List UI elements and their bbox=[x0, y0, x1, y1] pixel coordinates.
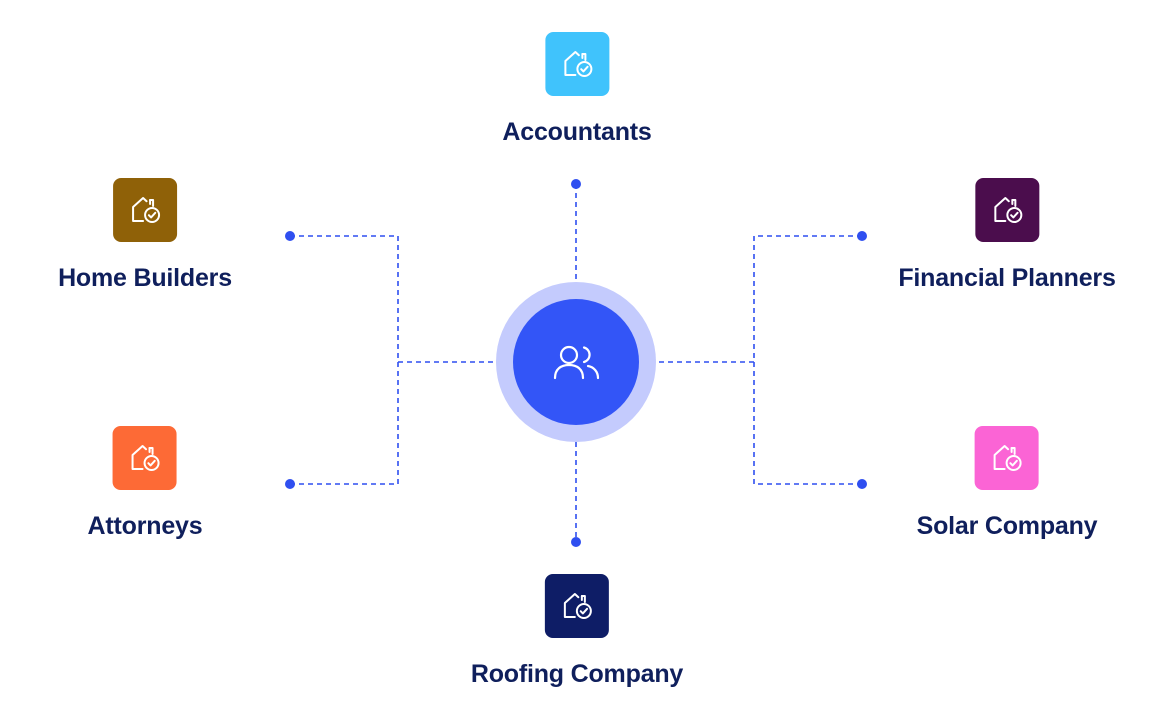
endpoint-dot-right-bottom bbox=[857, 479, 867, 489]
accountants-tile bbox=[545, 32, 609, 96]
connector-endpoints bbox=[285, 179, 867, 547]
node-roofing-company: Roofing Company bbox=[471, 574, 683, 689]
home-builders-tile bbox=[113, 178, 177, 242]
node-financial-planners: Financial Planners bbox=[898, 178, 1116, 293]
solar-company-label: Solar Company bbox=[916, 512, 1098, 540]
house-check-icon bbox=[990, 441, 1024, 475]
house-check-icon bbox=[560, 589, 594, 623]
house-check-icon bbox=[990, 193, 1024, 227]
connector-left bbox=[290, 235, 512, 485]
hub-circle bbox=[513, 299, 639, 425]
node-solar-company: Solar Company bbox=[917, 426, 1098, 541]
roofing-company-label: Roofing Company bbox=[470, 660, 684, 688]
solar-company-tile bbox=[975, 426, 1039, 490]
node-accountants: Accountants bbox=[502, 32, 652, 147]
attorneys-tile bbox=[112, 426, 177, 490]
endpoint-dot-top bbox=[571, 179, 581, 189]
endpoint-dot-bottom bbox=[571, 537, 581, 547]
house-check-icon bbox=[128, 193, 162, 227]
accountants-label: Accountants bbox=[502, 118, 652, 146]
house-check-icon bbox=[128, 441, 162, 475]
users-icon bbox=[553, 345, 600, 380]
node-home-builders: Home Builders bbox=[58, 178, 232, 293]
node-attorneys: Attorneys bbox=[88, 426, 203, 541]
financial-planners-label: Financial Planners bbox=[898, 264, 1116, 292]
attorneys-label: Attorneys bbox=[87, 512, 203, 540]
connector-lines bbox=[290, 184, 862, 542]
endpoint-dot-left-top bbox=[285, 231, 295, 241]
financial-planners-tile bbox=[975, 178, 1039, 242]
endpoint-dot-right-top bbox=[857, 231, 867, 241]
endpoint-dot-left-bottom bbox=[285, 479, 295, 489]
connector-right bbox=[640, 235, 862, 485]
roofing-company-tile bbox=[544, 574, 609, 638]
home-builders-label: Home Builders bbox=[58, 264, 232, 292]
house-check-icon bbox=[560, 47, 594, 81]
